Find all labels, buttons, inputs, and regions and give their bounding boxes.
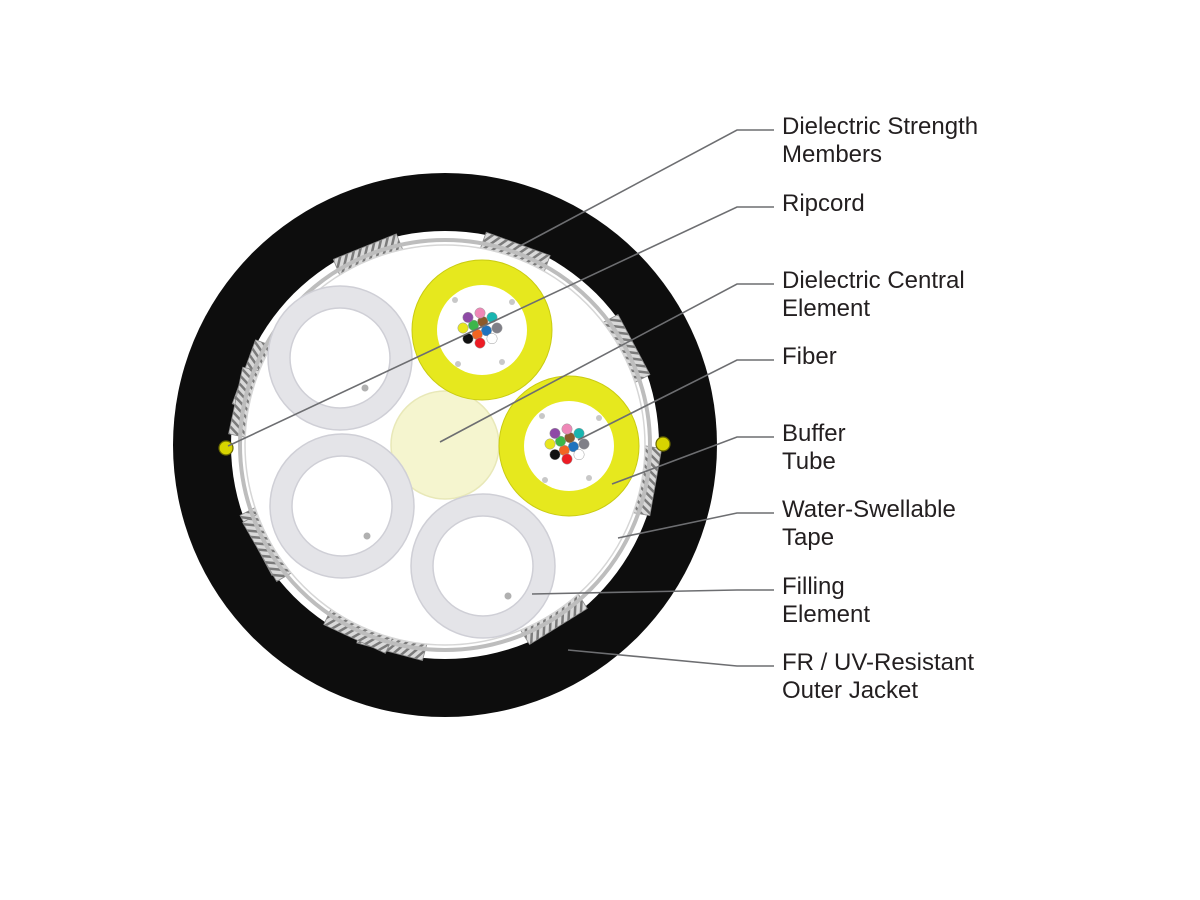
- leader-line-outer-jacket: [567, 649, 774, 667]
- fiber: [573, 449, 585, 461]
- label-ripcord: Ripcord: [782, 190, 865, 217]
- filling-element-bore: [289, 307, 391, 409]
- fiber: [486, 333, 498, 345]
- fiber: [462, 311, 474, 323]
- ripcord: [218, 440, 234, 456]
- label-strength-members-line: Dielectric Strength: [782, 113, 978, 140]
- label-ripcord-line: Ripcord: [782, 190, 865, 217]
- leader-lines: [227, 129, 774, 667]
- ripcord: [655, 436, 671, 452]
- fiber: [561, 423, 573, 435]
- gel-dot: [596, 415, 602, 421]
- label-fiber: Fiber: [782, 343, 837, 370]
- fiber: [457, 322, 469, 334]
- leader-line-water-swellable-tape: [617, 512, 774, 539]
- fiber: [474, 337, 486, 349]
- label-water-swellable-tape-line: Water-Swellable: [782, 496, 956, 523]
- label-fiber-line: Fiber: [782, 343, 837, 370]
- gel-dot: [542, 477, 548, 483]
- gel-dot: [509, 299, 515, 305]
- fiber: [549, 427, 561, 439]
- label-water-swellable-tape-line: Tape: [782, 524, 834, 551]
- label-buffer-tube-line: Buffer: [782, 420, 846, 447]
- gel-dot: [452, 297, 458, 303]
- label-filling-element-line: Filling: [782, 573, 845, 600]
- label-buffer-tube-line: Tube: [782, 448, 836, 475]
- label-outer-jacket-line: FR / UV-Resistant: [782, 649, 974, 676]
- label-filling-element-line: Element: [782, 601, 870, 628]
- fiber: [474, 307, 486, 319]
- label-outer-jacket-line: Outer Jacket: [782, 677, 918, 704]
- label-strength-members-line: Members: [782, 141, 882, 168]
- filling-element-dot: [363, 532, 371, 540]
- leader-line-strength-members: [519, 129, 774, 247]
- filling-element-bore: [291, 455, 393, 557]
- filling-element-bore: [432, 515, 534, 617]
- fiber: [544, 438, 556, 450]
- leader-line-fiber: [577, 359, 774, 441]
- fiber: [549, 449, 561, 461]
- gel-dot: [455, 361, 461, 367]
- leader-line-ripcord: [227, 206, 774, 447]
- cable-cross-section: [173, 173, 717, 717]
- filling-element-dot: [504, 592, 512, 600]
- leader-line-filling-element: [531, 589, 774, 595]
- gel-dot: [539, 413, 545, 419]
- label-central-element-line: Element: [782, 295, 870, 322]
- fiber: [578, 438, 590, 450]
- leader-line-central-element: [439, 283, 774, 443]
- gel-dot: [499, 359, 505, 365]
- leader-line-buffer-tube: [611, 436, 774, 485]
- gel-dot: [586, 475, 592, 481]
- label-central-element-line: Dielectric Central: [782, 267, 965, 294]
- fiber: [561, 453, 573, 465]
- water-swellable-tape: [238, 238, 652, 652]
- fiber: [491, 322, 503, 334]
- filling-element-dot: [361, 384, 369, 392]
